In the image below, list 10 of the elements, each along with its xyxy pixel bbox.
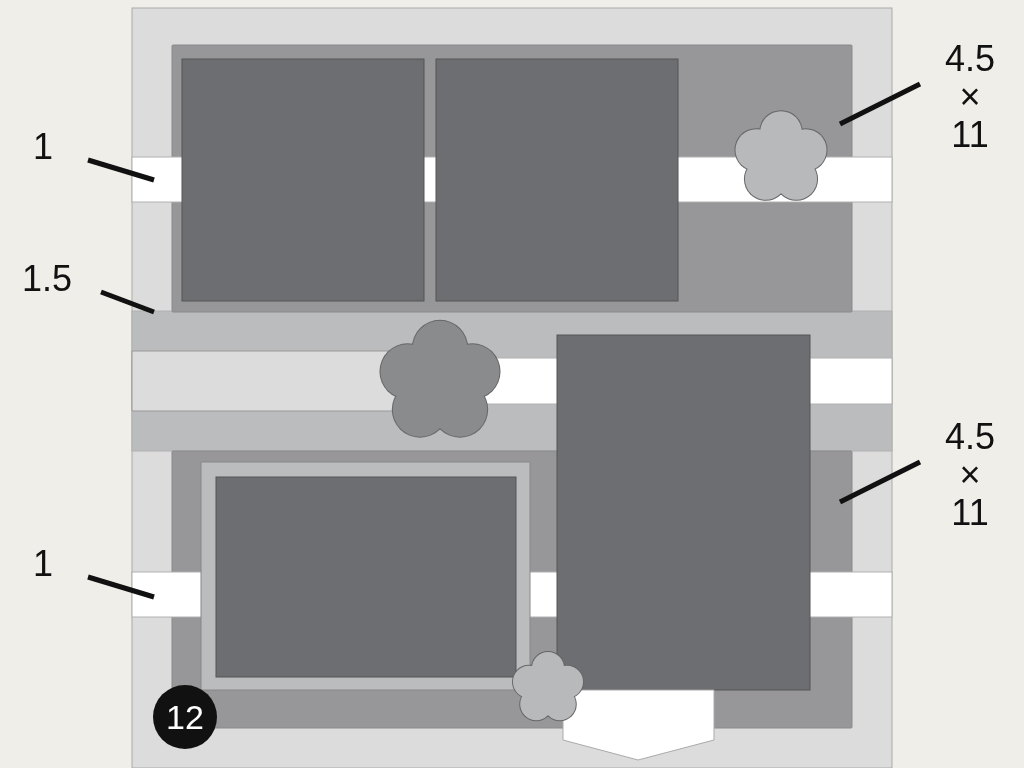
- label-text: 1: [20, 545, 66, 583]
- leader-line: [838, 459, 922, 505]
- leader-line: [87, 157, 155, 183]
- leader-line: [87, 574, 155, 600]
- leader-line: [100, 289, 155, 315]
- label-text: 4.5 × 11: [942, 40, 998, 154]
- label-text: 4.5 × 11: [942, 418, 998, 532]
- label-text: 1: [20, 128, 66, 166]
- leader-line: [838, 81, 922, 127]
- label-text: 1.5: [15, 260, 79, 298]
